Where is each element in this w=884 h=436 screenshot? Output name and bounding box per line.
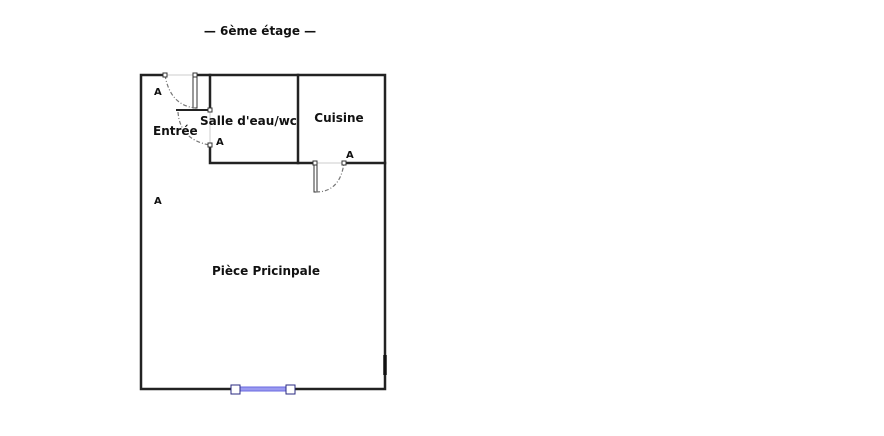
room-label-piece-principale: Pièce Pricinpale bbox=[212, 264, 320, 278]
marker-a: A bbox=[346, 150, 354, 161]
marker-a: A bbox=[216, 137, 224, 148]
walls bbox=[139, 73, 387, 391]
window[interactable] bbox=[230, 384, 296, 395]
room-label-salle-eau: Salle d'eau/wc bbox=[200, 114, 297, 128]
door-entrance[interactable] bbox=[162, 72, 198, 109]
floor-title: — 6ème étage — bbox=[204, 24, 316, 38]
marker-a: A bbox=[154, 196, 162, 207]
room-label-entree: Entrée bbox=[153, 124, 198, 138]
door-salle-eau[interactable] bbox=[177, 107, 213, 148]
marker-a: A bbox=[154, 87, 162, 98]
door-cuisine[interactable] bbox=[312, 160, 347, 193]
room-label-cuisine: Cuisine bbox=[314, 111, 363, 125]
